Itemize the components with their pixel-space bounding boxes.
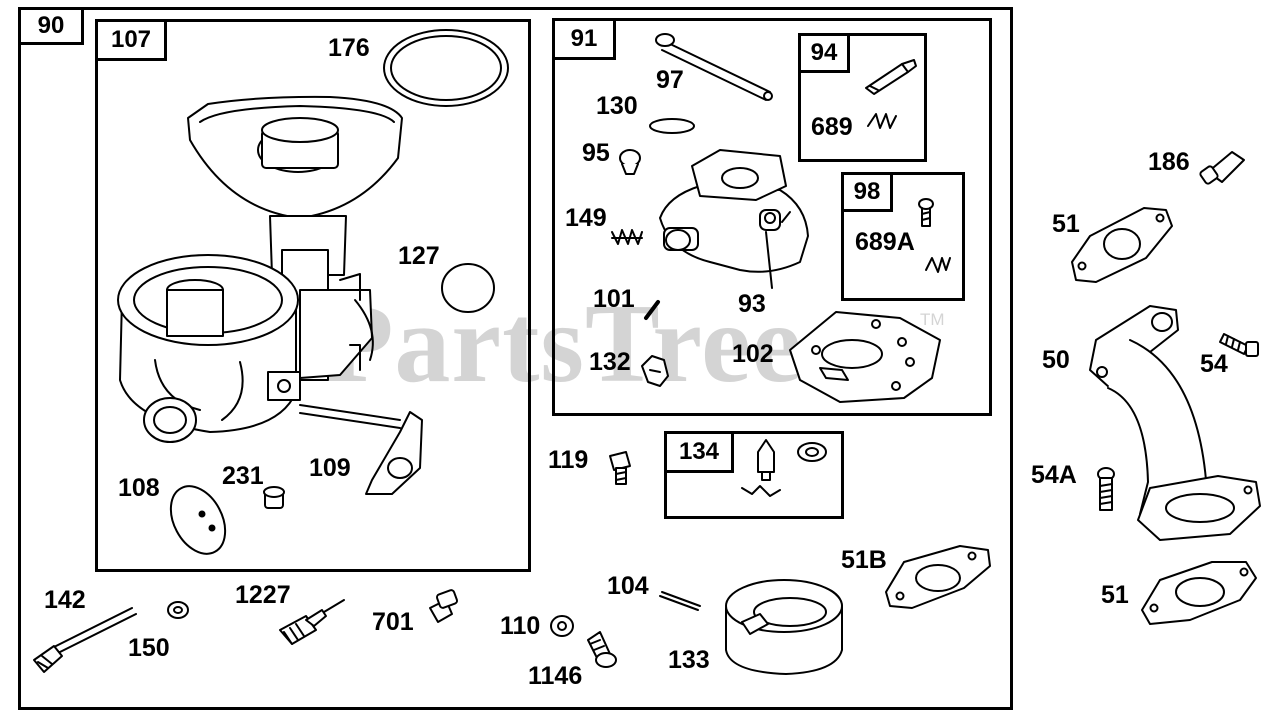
group-tag-107[interactable]: 107	[95, 19, 167, 61]
spring-689[interactable]	[867, 113, 897, 129]
carburetor-body-107[interactable]	[117, 95, 403, 443]
group-tag-94[interactable]: 94	[798, 33, 850, 73]
part-label-1146[interactable]: 1146	[528, 662, 583, 690]
part-label-149[interactable]: 149	[565, 204, 607, 232]
washer-110[interactable]	[550, 615, 574, 637]
group-box-98	[841, 172, 965, 301]
group-box-134	[664, 431, 844, 519]
part-label-101[interactable]: 101	[593, 285, 635, 313]
gasket-102[interactable]	[789, 311, 941, 403]
part-label-176[interactable]: 176	[328, 34, 370, 62]
welch-plug-127[interactable]	[441, 263, 495, 313]
throttle-shaft-109[interactable]	[299, 404, 423, 495]
group-box-94	[798, 33, 927, 162]
part-label-231[interactable]: 231	[222, 462, 264, 490]
part-label-109[interactable]: 109	[309, 454, 351, 482]
part-label-689[interactable]: 689	[811, 113, 853, 141]
group-box-91	[552, 18, 992, 416]
part-label-127[interactable]: 127	[398, 242, 440, 270]
part-label-130[interactable]: 130	[596, 92, 638, 120]
part-label-54a[interactable]: 54A	[1031, 461, 1077, 489]
screw-98[interactable]	[918, 198, 934, 227]
choke-shaft-97[interactable]	[655, 33, 773, 101]
part-label-54[interactable]: 54	[1200, 350, 1228, 378]
part-label-186[interactable]: 186	[1148, 148, 1190, 176]
gasket-51-bottom[interactable]	[1141, 561, 1257, 625]
part-label-1227[interactable]: 1227	[235, 581, 291, 609]
part-label-51b[interactable]: 51B	[841, 546, 887, 574]
spring-149[interactable]	[611, 229, 643, 245]
part-label-142[interactable]: 142	[44, 586, 86, 614]
part-label-104[interactable]: 104	[607, 572, 649, 600]
part-label-102[interactable]: 102	[732, 340, 774, 368]
needle-seat-134[interactable]	[741, 439, 827, 497]
screw-119[interactable]	[609, 451, 631, 485]
group-box-90	[18, 7, 1013, 710]
gasket-51-top[interactable]	[1071, 207, 1173, 283]
group-tag-90[interactable]: 90	[18, 7, 84, 45]
pin-104[interactable]	[659, 591, 701, 611]
fitting-701[interactable]	[429, 589, 459, 623]
part-label-150[interactable]: 150	[128, 634, 170, 662]
needle-1227[interactable]	[279, 599, 345, 645]
partstree-watermark: PartsTree	[325, 282, 803, 406]
part-label-97[interactable]: 97	[656, 66, 684, 94]
screw-1146[interactable]	[587, 631, 617, 668]
intake-elbow-50[interactable]	[1089, 305, 1261, 541]
group-tag-134[interactable]: 134	[664, 431, 734, 473]
choke-plate-130[interactable]	[649, 118, 695, 134]
part-label-133[interactable]: 133	[668, 646, 710, 674]
pin-101[interactable]	[644, 300, 660, 320]
clip-132[interactable]	[641, 355, 669, 387]
part-label-51-bottom[interactable]: 51	[1101, 581, 1129, 609]
part-label-93[interactable]: 93	[738, 290, 766, 318]
part-label-110[interactable]: 110	[500, 612, 541, 640]
bolt-54a[interactable]	[1097, 467, 1115, 511]
throttle-plate-108[interactable]	[160, 477, 236, 563]
group-box-107	[95, 19, 531, 572]
part-label-51-top[interactable]: 51	[1052, 210, 1080, 238]
fitting-186[interactable]	[1199, 151, 1245, 185]
float-133[interactable]	[725, 579, 843, 675]
gasket-51b[interactable]	[885, 545, 991, 609]
group-tag-91[interactable]: 91	[552, 18, 616, 60]
bolt-54[interactable]	[1219, 333, 1259, 357]
needle-valve-94[interactable]	[865, 59, 917, 95]
o-ring-176[interactable]	[383, 29, 509, 107]
part-label-119[interactable]: 119	[548, 446, 589, 474]
part-label-108[interactable]: 108	[118, 474, 160, 502]
part-label-701[interactable]: 701	[372, 608, 414, 636]
group-tag-98[interactable]: 98	[841, 172, 893, 212]
upper-body-93[interactable]	[659, 149, 809, 289]
trademark-mark: TM	[920, 310, 945, 329]
screw-95[interactable]	[619, 149, 641, 175]
part-label-50[interactable]: 50	[1042, 346, 1070, 374]
part-label-689a[interactable]: 689A	[855, 228, 915, 256]
washer-150[interactable]	[167, 601, 189, 619]
spring-689a[interactable]	[925, 257, 951, 273]
screw-231[interactable]	[263, 486, 285, 509]
part-label-95[interactable]: 95	[582, 139, 610, 167]
shaft-142[interactable]	[33, 607, 137, 673]
part-label-132[interactable]: 132	[589, 348, 631, 376]
